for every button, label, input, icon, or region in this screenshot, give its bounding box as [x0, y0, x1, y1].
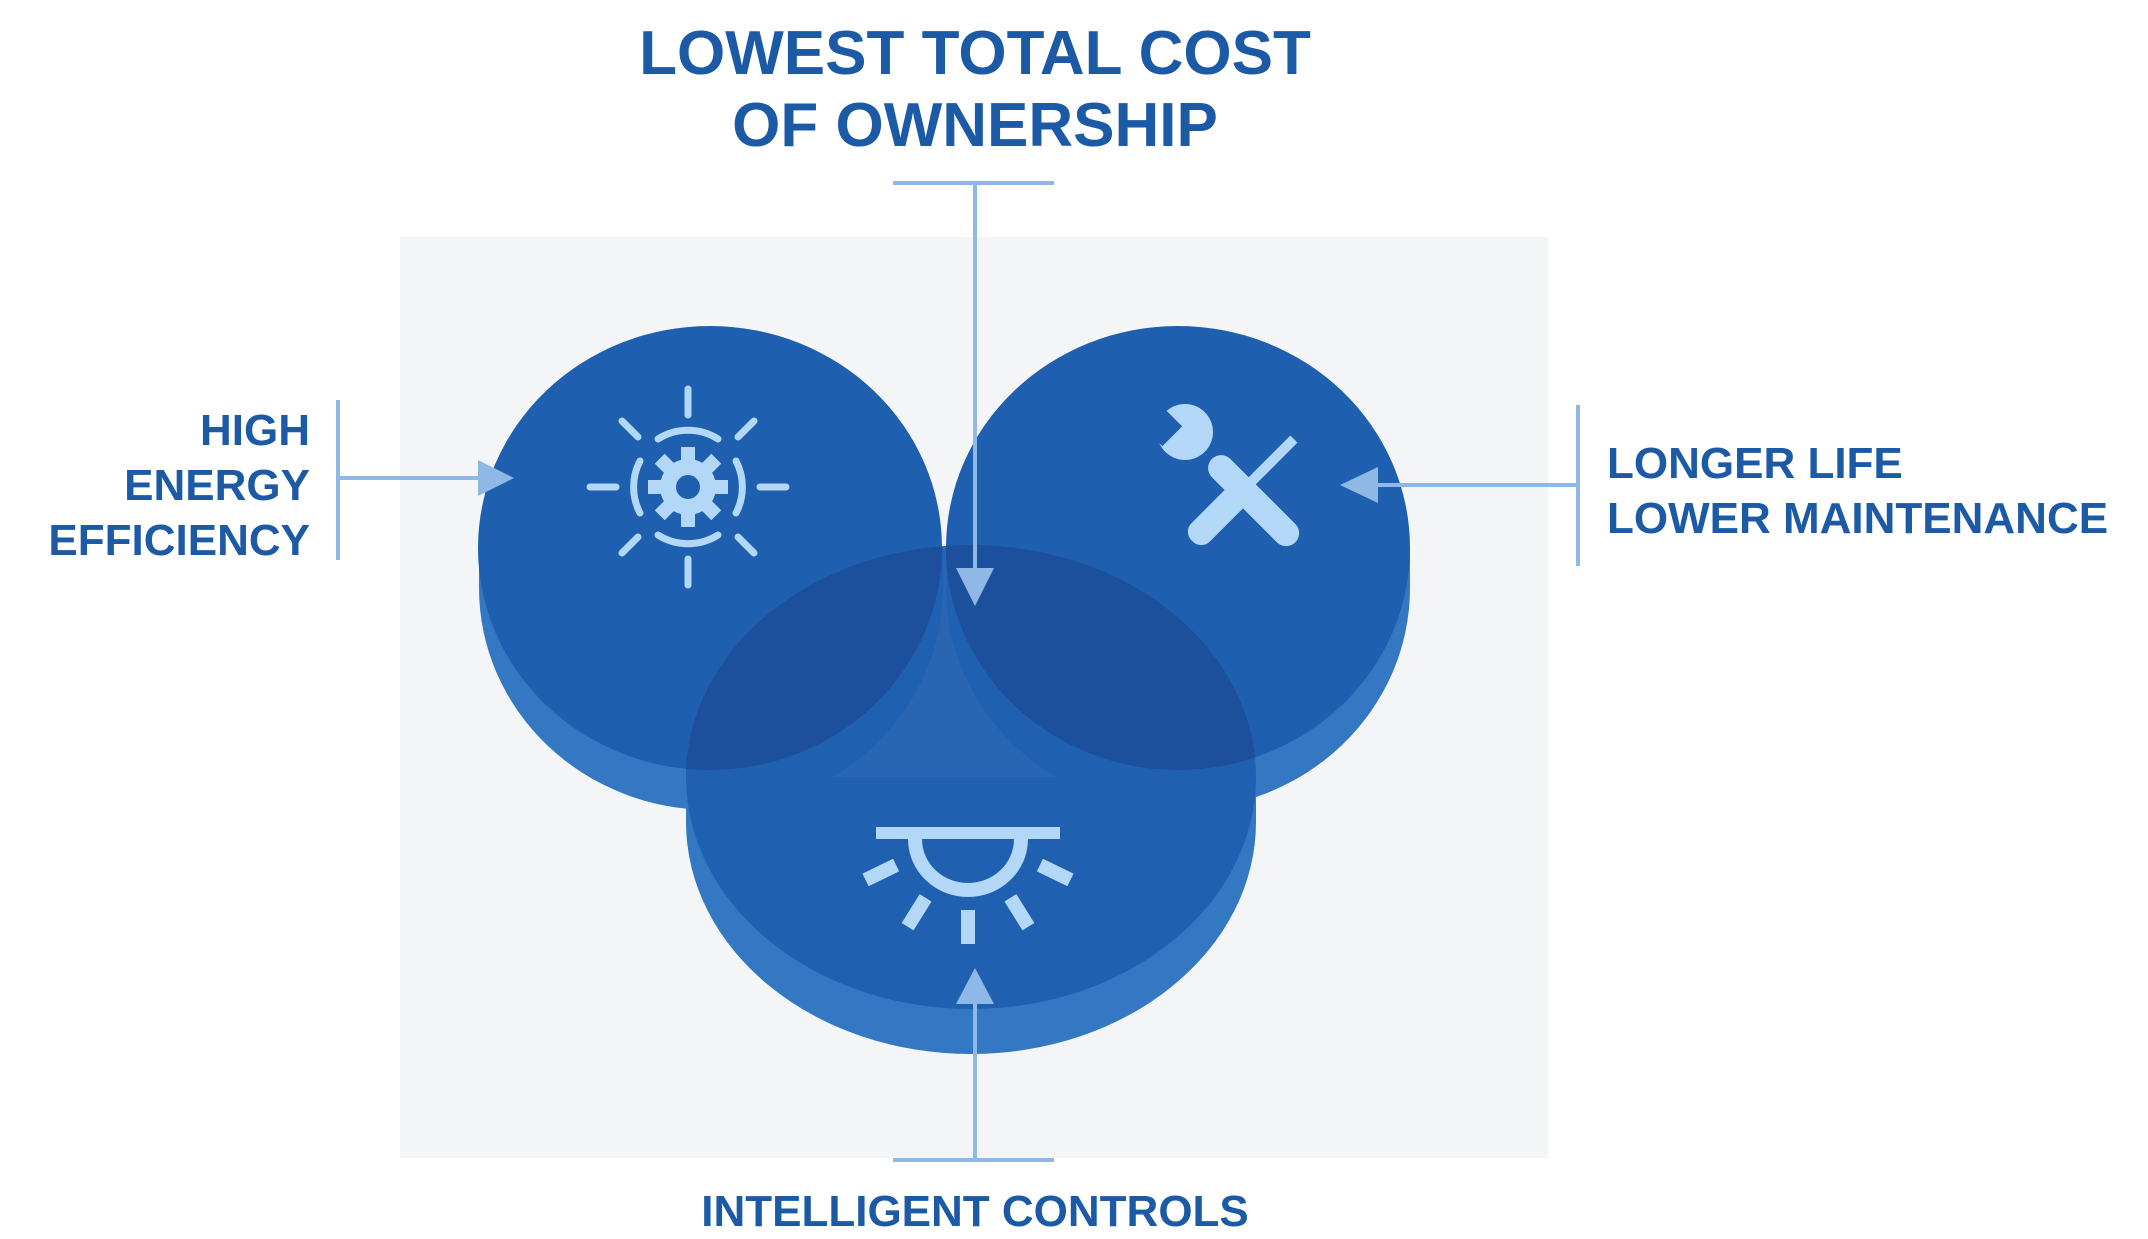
bottom-connector-arrow — [956, 968, 994, 1004]
top-connector — [893, 181, 1054, 578]
left-connector — [336, 400, 490, 560]
maintenance-label-line1: LONGER LIFE — [1607, 439, 1903, 488]
energy-label-line2: ENERGY — [124, 461, 310, 510]
controls-label: INTELLIGENT CONTROLS — [701, 1187, 1249, 1236]
energy-label-line3: EFFICIENCY — [48, 516, 310, 565]
right-connector — [1368, 405, 1580, 566]
maintenance-label-line2: LOWER MAINTENANCE — [1607, 494, 2108, 543]
wrench-screwdriver-icon — [1143, 404, 1300, 547]
center-label-line1: LOWEST TOTAL COST — [639, 19, 1311, 88]
energy-label-line1: HIGH — [200, 406, 310, 455]
center-label-line2: OF OWNERSHIP — [732, 91, 1218, 160]
light-fixture-icon — [862, 827, 1074, 944]
gear-sun-icon — [586, 385, 790, 589]
top-connector-arrow — [956, 568, 994, 606]
right-connector-arrow — [1340, 467, 1378, 503]
left-connector-arrow — [478, 460, 514, 496]
bottom-connector — [893, 994, 1054, 1162]
